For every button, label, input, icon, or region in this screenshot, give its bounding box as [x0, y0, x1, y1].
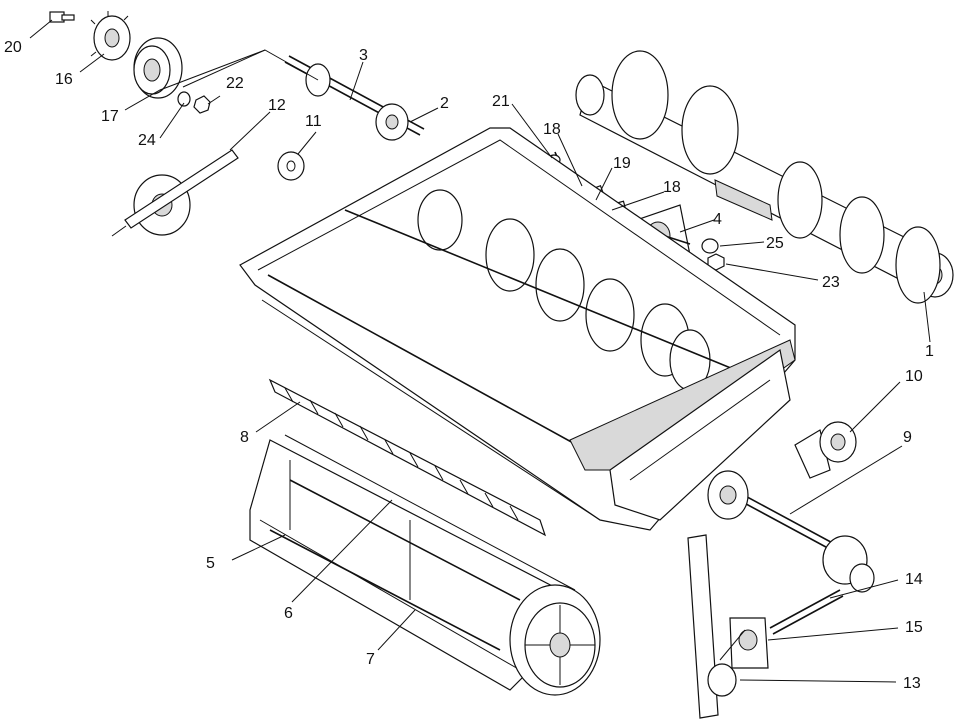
callout-17: 17 [101, 108, 119, 125]
callout-3: 3 [359, 47, 368, 64]
callout-16: 16 [55, 71, 73, 88]
callout-22: 22 [226, 75, 244, 92]
bracket-part-15 [729, 617, 769, 669]
wheel-part-7 [509, 584, 601, 696]
callout-12: 12 [268, 97, 286, 114]
callout-7: 7 [366, 651, 375, 668]
callout-15: 15 [905, 619, 923, 636]
callout-24: 24 [138, 132, 156, 149]
callout-14: 14 [905, 571, 923, 588]
pulley-part-10 [794, 421, 857, 479]
sprocket-part-16 [90, 11, 131, 61]
callout-1: 1 [925, 343, 934, 360]
knife-part-8 [268, 378, 547, 537]
callout-18b: 18 [663, 179, 681, 196]
callout-5: 5 [206, 555, 215, 572]
callout-4: 4 [713, 211, 722, 228]
callout-11: 11 [305, 113, 322, 130]
leader-lines [29, 19, 931, 683]
callout-10: 10 [905, 368, 923, 385]
nut-part-25 [701, 238, 719, 254]
callout-9: 9 [903, 429, 912, 446]
callout-13: 13 [903, 675, 921, 692]
callout-21: 21 [492, 93, 510, 110]
washer-part-24 [177, 91, 191, 107]
callout-23: 23 [822, 274, 840, 291]
drive-shaft-part-9 [707, 470, 875, 593]
callout-2: 2 [440, 95, 449, 112]
callout-6: 6 [284, 605, 293, 622]
arm-part-13 [687, 534, 746, 719]
header-frame [239, 127, 796, 531]
callout-labels: 1 2 3 4 5 6 7 8 9 10 11 12 13 14 15 16 1… [4, 39, 934, 692]
tensioner-part-12 [111, 149, 239, 237]
pulley-part-17 [133, 37, 183, 99]
callout-25: 25 [766, 235, 784, 252]
callout-18a: 18 [543, 121, 561, 138]
auger-part-1 [575, 50, 954, 304]
nut-part-22 [193, 95, 211, 114]
cleaning-unit-part-5-6-7 [249, 434, 576, 691]
sprocket-part-11 [277, 151, 305, 181]
callout-20: 20 [4, 39, 22, 56]
rod-part-14 [769, 589, 844, 635]
bolt-part-20 [49, 11, 75, 23]
callout-8: 8 [240, 429, 249, 446]
callout-19: 19 [613, 155, 631, 172]
